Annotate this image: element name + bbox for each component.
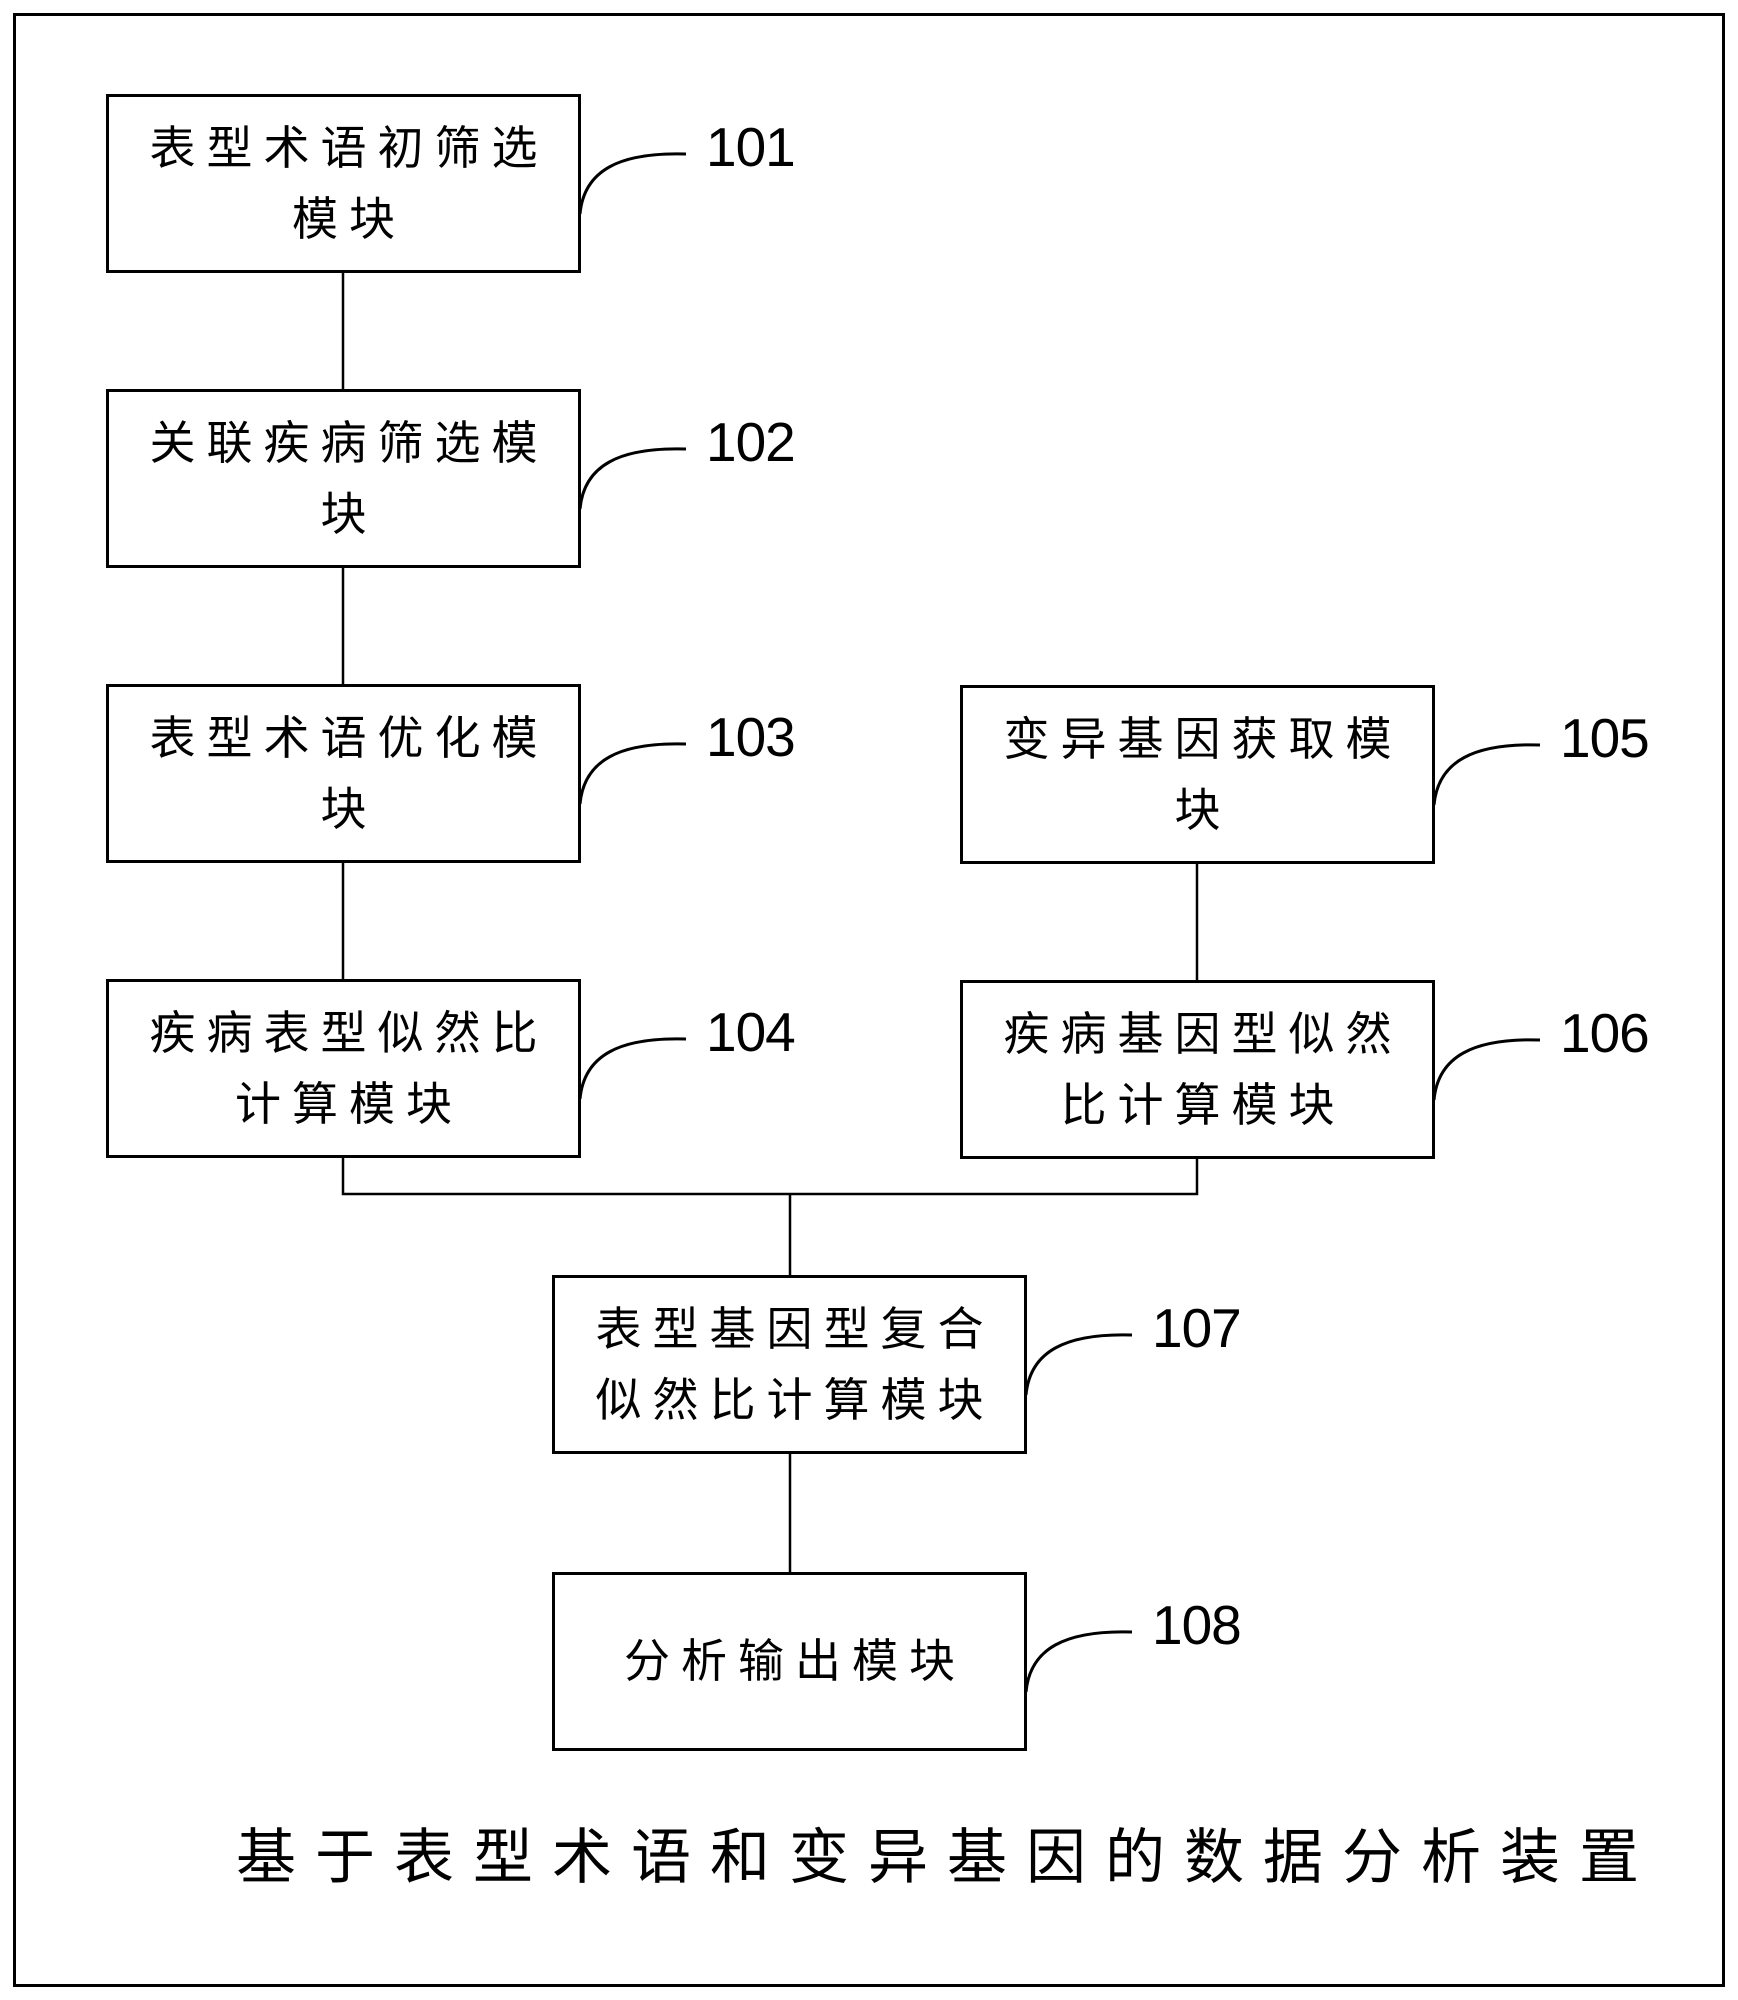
module-box-106: 疾病基因型似然比计算模块 (960, 980, 1435, 1159)
leader-line-105 (1432, 743, 1541, 806)
leader-line-108 (1024, 1630, 1133, 1693)
module-label-107: 表型基因型复合似然比计算模块 (595, 1301, 995, 1427)
reference-number-107: 107 (1152, 1297, 1242, 1359)
module-box-104: 疾病表型似然比计算模块 (106, 979, 581, 1158)
leader-line-107 (1024, 1333, 1133, 1396)
figure-title: 基于表型术语和变异基因的数据分析装置 (236, 1823, 1658, 1893)
module-box-102: 关联疾病筛选模块 (106, 389, 581, 568)
module-label-106: 疾病基因型似然比计算模块 (1003, 1006, 1403, 1132)
module-label-104: 疾病表型似然比计算模块 (149, 1005, 549, 1131)
leader-line-104 (578, 1037, 687, 1100)
reference-number-106: 106 (1560, 1002, 1650, 1064)
module-box-105: 变异基因获取模块 (960, 685, 1435, 864)
module-label-105: 变异基因获取模块 (1003, 711, 1403, 837)
module-box-107: 表型基因型复合似然比计算模块 (552, 1275, 1027, 1454)
leader-line-106 (1432, 1038, 1541, 1101)
connector-104-106-junction (341, 1158, 1199, 1196)
reference-number-101: 101 (706, 116, 796, 178)
reference-number-108: 108 (1152, 1594, 1242, 1656)
module-label-102: 关联疾病筛选模块 (149, 415, 549, 541)
module-label-103: 表型术语优化模块 (149, 710, 549, 836)
reference-number-105: 105 (1560, 707, 1650, 769)
module-box-101: 表型术语初筛选模块 (106, 94, 581, 273)
reference-number-103: 103 (706, 706, 796, 768)
figure-border (13, 13, 1725, 1987)
leader-line-101 (578, 152, 687, 215)
reference-number-102: 102 (706, 411, 796, 473)
module-box-108: 分析输出模块 (552, 1572, 1027, 1751)
leader-line-103 (578, 742, 687, 805)
reference-number-104: 104 (706, 1001, 796, 1063)
module-label-101: 表型术语初筛选模块 (149, 120, 549, 246)
module-box-103: 表型术语优化模块 (106, 684, 581, 863)
leader-line-102 (578, 447, 687, 510)
module-label-108: 分析输出模块 (624, 1634, 966, 1688)
